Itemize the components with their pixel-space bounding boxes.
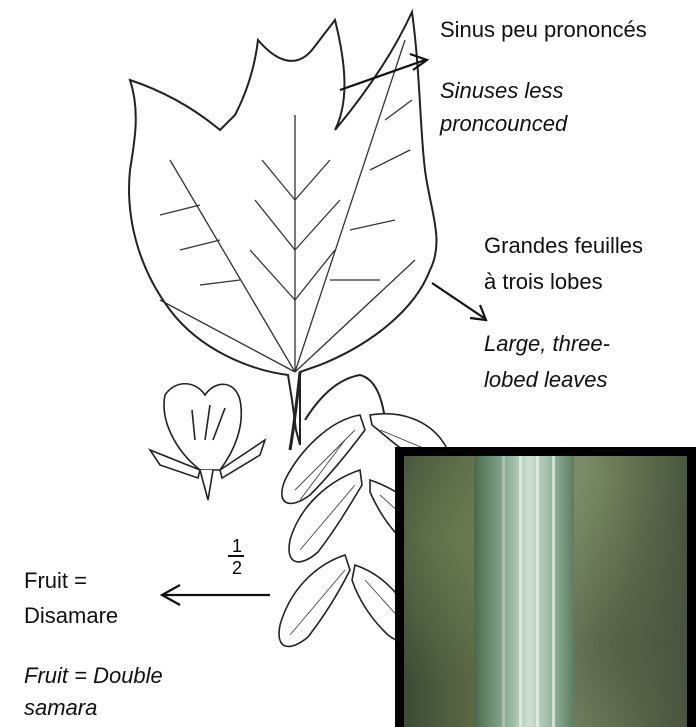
flower-drawing [150, 384, 265, 500]
label-fruit-en-1: Fruit = Double [24, 660, 163, 692]
fruit-stalk [305, 375, 385, 420]
label-leaves-fr-1: Grandes feuilles [484, 230, 643, 262]
label-leaves-en-1: Large, three- [484, 328, 610, 360]
label-leaves-en-2: lobed leaves [484, 364, 608, 396]
label-sinus-fr: Sinus peu prononcés [440, 14, 647, 46]
label-fruit-fr-2: Disamare [24, 600, 118, 632]
label-sinus-en-1: Sinuses less [440, 75, 564, 107]
bark-photo [395, 447, 696, 727]
label-sinus-en-2: proncounced [440, 108, 567, 140]
label-fruit-en-2: samara [24, 692, 97, 724]
label-fruit-fr-1: Fruit = [24, 565, 87, 597]
scale-numerator: 1 [232, 536, 242, 556]
label-leaves-fr-2: à trois lobes [484, 266, 603, 298]
arrow-leaves [432, 283, 484, 318]
bark-stem [474, 456, 574, 727]
scale-denominator: 2 [232, 558, 242, 578]
leaf-outline [129, 12, 436, 445]
